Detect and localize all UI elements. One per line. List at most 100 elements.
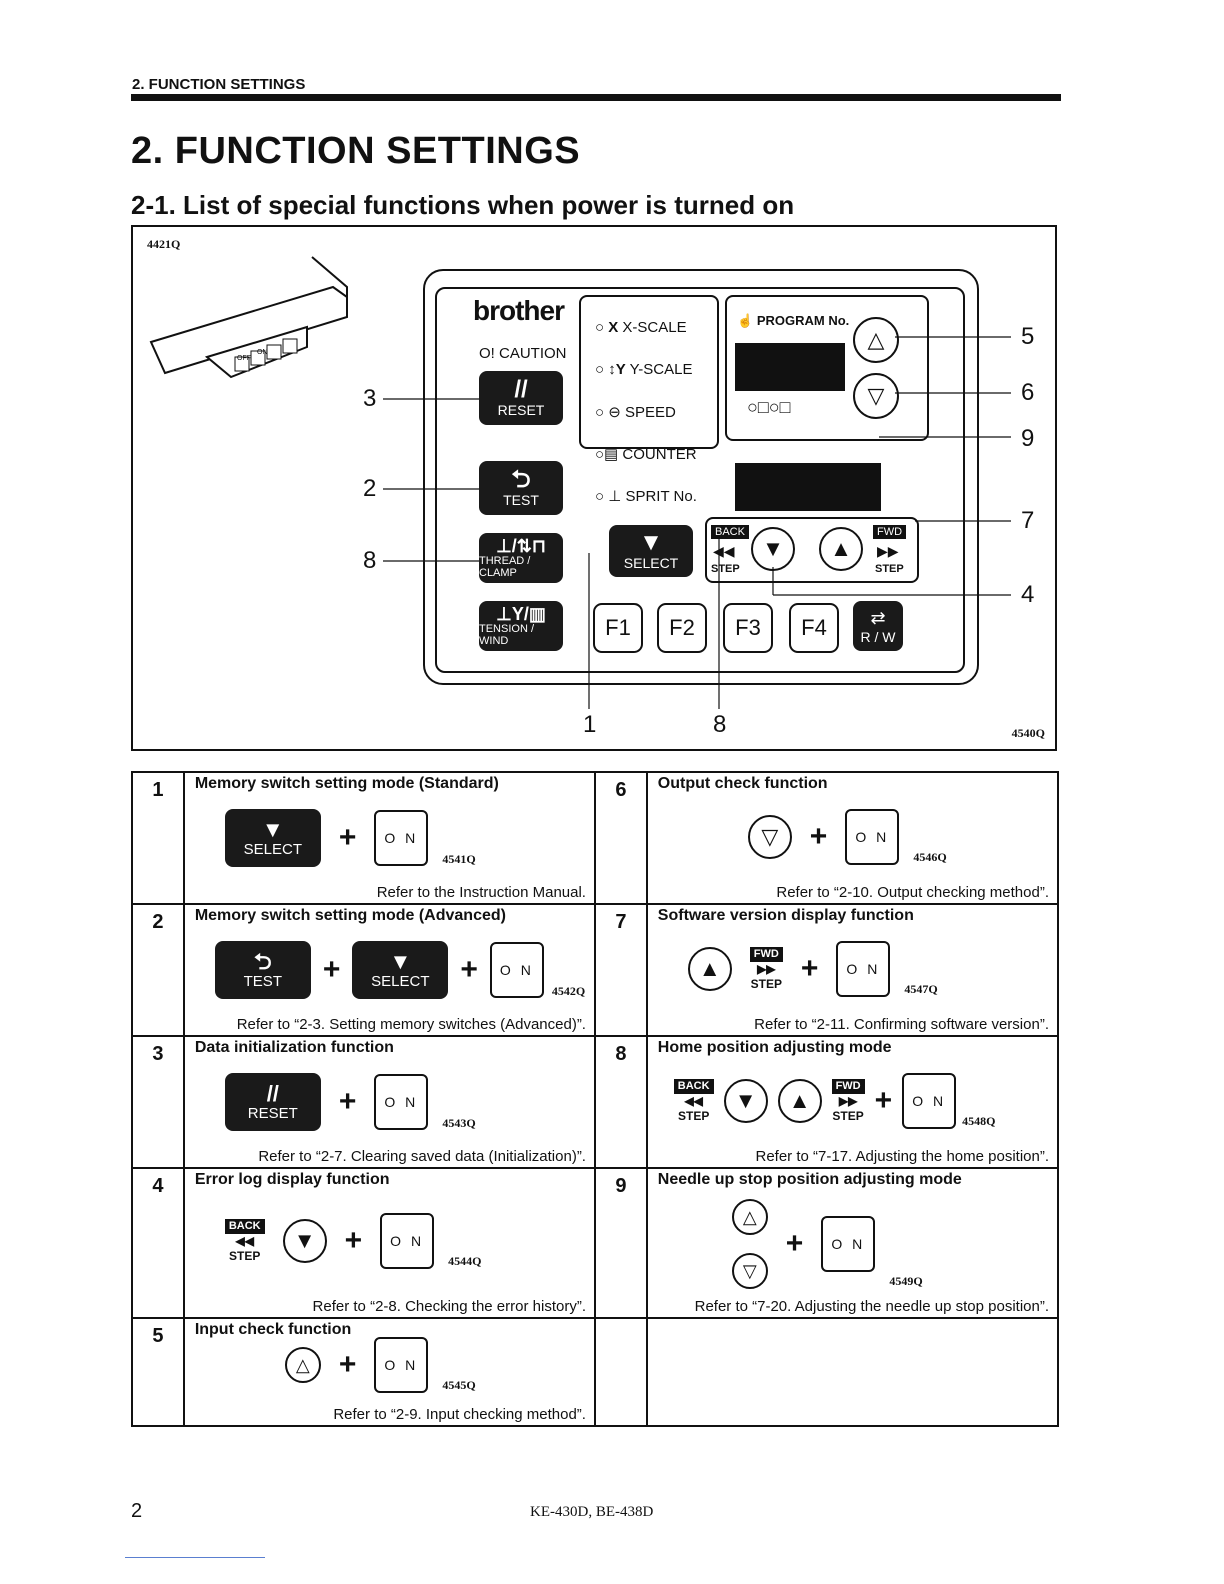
row-number: 4 [131, 1167, 185, 1319]
machine-table-sketch [149, 256, 348, 379]
page-number: 2 [131, 1500, 143, 1522]
table-row: 2 Memory switch setting mode (Advanced) … [131, 903, 1060, 1037]
step-forward-button[interactable]: ▲ [819, 527, 863, 571]
select-triangle-icon: ▼ [389, 948, 412, 974]
reset-button[interactable]: // RESET [479, 371, 563, 425]
step-back-label: STEP [711, 563, 740, 575]
program-no-label: ☝ PROGRAM No. [737, 313, 850, 328]
fwd-step-label: FWD▶▶STEP [749, 947, 783, 991]
function-cell-9: Needle up stop position adjusting mode △… [645, 1167, 1060, 1319]
memory-icons: ○□○□ [747, 397, 791, 417]
program-up-button[interactable]: △ [853, 317, 899, 363]
function-title: Home position adjusting mode [657, 1039, 892, 1056]
f1-button[interactable]: F1 [593, 603, 643, 653]
function-title: Memory switch setting mode (Standard) [194, 775, 499, 792]
tension-wind-icon: ⊥Y/▥ [496, 604, 546, 624]
header-rule [131, 94, 1061, 101]
function-title: Needle up stop position adjusting mode [657, 1171, 962, 1188]
figure-code: 4543Q [442, 1116, 476, 1130]
table-row: 3 Data initialization function //RESET +… [131, 1035, 1060, 1169]
back-step-label: BACK◀◀STEP [673, 1079, 714, 1123]
down-triangle-icon: ▼ [762, 536, 784, 561]
panel-outer [423, 269, 979, 685]
table-row: 4 Error log display function BACK◀◀STEP … [131, 1167, 1060, 1319]
special-functions-table: 1 Memory switch setting mode (Standard) … [131, 771, 1060, 1427]
row-number: 5 [131, 1317, 185, 1427]
up-triangle-icon: ▲ [777, 1079, 822, 1123]
key-sequence: BACK◀◀STEP ▼ + O N 4544Q [224, 1213, 482, 1269]
figure-code: 4546Q [913, 850, 947, 864]
on-key: O N [380, 1213, 435, 1269]
row-number: 1 [131, 771, 185, 905]
key-sequence: △ + O N 4545Q [284, 1337, 476, 1393]
row-number: 9 [593, 1167, 648, 1319]
figure-code: 4544Q [448, 1254, 482, 1268]
key-sequence: △ ▽ + O N 4549Q [731, 1199, 923, 1289]
select-button-label: SELECT [623, 555, 679, 571]
speed-indicator: ○ ⊖ SPEED [595, 404, 676, 421]
key-sequence: ▽ + O N 4546Q [747, 809, 947, 865]
down-arrow-icon: ▽ [747, 815, 792, 859]
row-number: 6 [593, 771, 648, 905]
control-panel-figure: 4421Q 4540Q OFF ON brother O! CAUTION //… [131, 225, 1057, 751]
select-triangle-icon: ▼ [639, 529, 663, 556]
reset-key: //RESET [224, 1073, 321, 1131]
test-key: ⮌TEST [214, 941, 311, 999]
reference-text: Refer to “2-10. Output checking method”. [776, 884, 1049, 901]
test-button[interactable]: ⮌ TEST [479, 461, 563, 515]
test-return-icon: ⮌ [254, 948, 272, 974]
callout-9: 9 [1021, 425, 1035, 452]
f4-button[interactable]: F4 [789, 603, 839, 653]
on-key: O N [836, 941, 891, 997]
figure-code: 4548Q [962, 1114, 996, 1128]
reset-slash-icon: // [266, 1080, 279, 1106]
program-down-button[interactable]: ▽ [853, 373, 899, 419]
table-row: 5 Input check function △ + O N 4545Q Ref… [131, 1317, 1060, 1427]
on-key: O N [845, 809, 900, 865]
running-header: 2. FUNCTION SETTINGS [132, 76, 306, 93]
sprit-indicator: ○ ⊥ SPRIT No. [595, 488, 697, 505]
thread-clamp-button[interactable]: ⊥/⇅⊓ THREAD / CLAMP [479, 533, 563, 583]
model-name: KE-430D, BE-438D [530, 1504, 654, 1520]
fwd-step-label: FWD▶▶STEP [831, 1079, 865, 1123]
back-step-label: BACK◀◀STEP [224, 1219, 265, 1263]
rw-button[interactable]: ⇄ R / W [853, 601, 903, 651]
figure-code: 4541Q [442, 852, 476, 866]
row-number: 3 [131, 1035, 185, 1169]
select-triangle-icon: ▼ [261, 816, 284, 842]
function-cell-8: Home position adjusting mode BACK◀◀STEP … [645, 1035, 1060, 1169]
step-back-button[interactable]: ▼ [751, 527, 795, 571]
reference-text: Refer to “2-3. Setting memory switches (… [236, 1016, 586, 1033]
function-title: Data initialization function [194, 1039, 394, 1056]
on-key: O N [374, 810, 429, 866]
reference-text: Refer to the Instruction Manual. [376, 884, 586, 901]
thread-clamp-icon: ⊥/⇅⊓ [496, 536, 546, 556]
fwd-tag: FWD [873, 525, 907, 539]
on-key: O N [902, 1073, 957, 1129]
back-tag: BACK [711, 525, 749, 539]
panel-inner [435, 287, 965, 673]
plus-sign: + [800, 952, 819, 985]
test-return-icon: ⮌ [511, 466, 531, 493]
f3-button[interactable]: F3 [723, 603, 773, 653]
xscale-indicator: ○ X X-SCALE [595, 319, 687, 336]
key-sequence: ⮌TEST + ▼SELECT + O N 4542Q [214, 941, 585, 999]
plus-sign: + [338, 1348, 357, 1381]
row-number: 8 [593, 1035, 648, 1169]
down-triangle-icon: ▼ [723, 1079, 768, 1123]
off-tag: OFF [237, 355, 251, 362]
tension-wind-button[interactable]: ⊥Y/▥ TENSION / WIND [479, 601, 563, 651]
function-cell-7: Software version display function ▲ FWD▶… [645, 903, 1060, 1037]
function-cell-4: Error log display function BACK◀◀STEP ▼ … [182, 1167, 596, 1319]
brand-logo: brother [473, 295, 565, 326]
function-cell-2: Memory switch setting mode (Advanced) ⮌T… [182, 903, 596, 1037]
figure-code: 4549Q [889, 1274, 923, 1288]
plus-sign: + [338, 821, 357, 854]
function-title: Error log display function [194, 1171, 390, 1188]
callout-3: 3 [363, 385, 377, 412]
f2-button[interactable]: F2 [657, 603, 707, 653]
callout-6: 6 [1021, 379, 1035, 406]
up-arrow-icon: △ [731, 1199, 768, 1235]
select-button[interactable]: ▼ SELECT [609, 525, 693, 577]
down-triangle-icon: ▼ [282, 1219, 327, 1263]
